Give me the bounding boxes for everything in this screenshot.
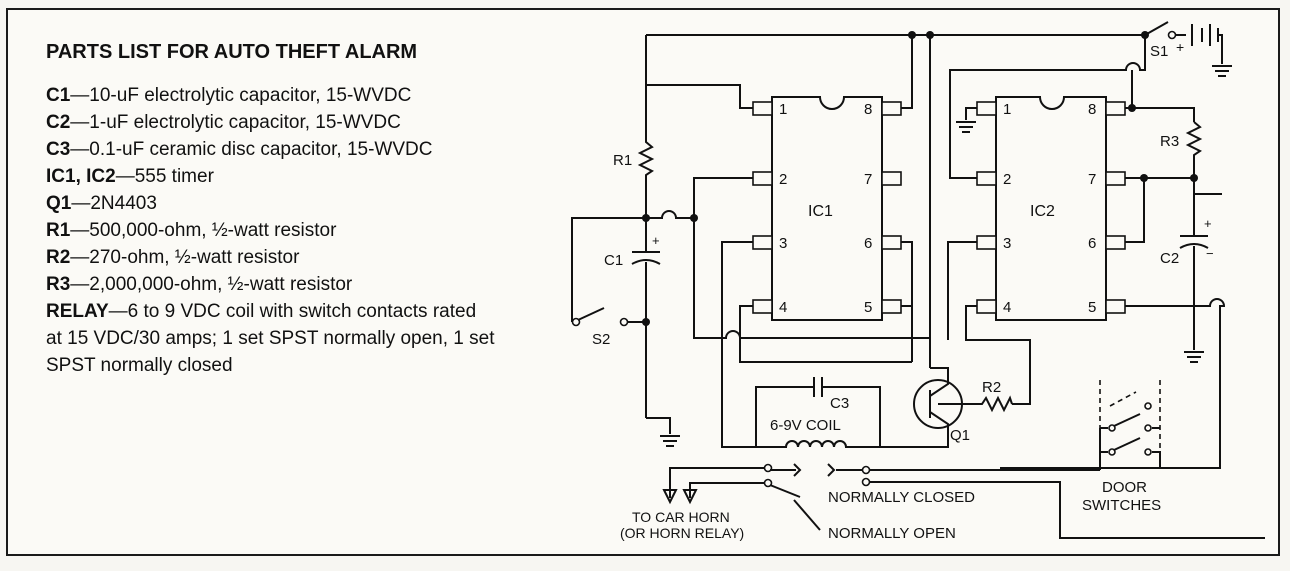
switch-s2: S2	[571, 217, 650, 348]
part-item: C3—0.1-uF ceramic disc capacitor, 15-WVD…	[46, 139, 433, 160]
s2-label: S2	[592, 331, 610, 348]
normally-closed-label: NORMALLY CLOSED	[828, 489, 975, 506]
part-item: R3—2,000,000-ohm, ½-watt resistor	[46, 274, 353, 295]
normally-open-label: NORMALLY OPEN	[828, 525, 956, 542]
ic2-pin-2	[976, 171, 997, 186]
q1-label: Q1	[950, 427, 970, 444]
ic2-pin-5	[1105, 299, 1126, 314]
ic2-wiring	[929, 35, 1226, 469]
relay-contacts: TO CAR HORN (OR HORN RELAY) NORMALLY CLO…	[620, 463, 1265, 542]
r1-resistor: R1	[613, 35, 655, 218]
ic1-pin-8-label: 8	[864, 101, 872, 118]
c3-label: C3	[830, 395, 849, 412]
r3-resistor: R3	[1160, 121, 1203, 178]
ic1-pin-3-label: 3	[779, 235, 787, 252]
ic2-pin-8-label: 8	[1088, 101, 1096, 118]
ic2-pin-2-label: 2	[1003, 171, 1011, 188]
ic2-label: IC2	[1030, 203, 1055, 220]
ic2-pin-6-label: 6	[1088, 235, 1096, 252]
part-item: C2—1-uF electrolytic capacitor, 15-WVDC	[46, 112, 401, 133]
ic2-pin-4	[976, 299, 997, 314]
c2-minus-label: −	[1206, 246, 1214, 261]
ic1-pin-5-label: 5	[864, 299, 872, 316]
ic1-pin-7-label: 7	[864, 171, 872, 188]
ic2-pin-5-label: 5	[1088, 299, 1096, 316]
supply-rail	[646, 31, 1149, 39]
ic1-pin-8	[881, 101, 902, 116]
r3-label: R3	[1160, 133, 1179, 150]
c2-capacitor: + − C2	[1160, 178, 1222, 363]
ic1-pin-6	[881, 235, 902, 250]
part-item: R2—270-ohm, ½-watt resistor	[46, 247, 300, 268]
c1-capacitor: + C1	[604, 218, 661, 418]
ic1-pin-5	[881, 299, 902, 314]
ic1-pin-7	[881, 171, 902, 186]
ic2-pin-1-label: 1	[1003, 101, 1011, 118]
ic2-pin-8	[1105, 101, 1126, 116]
ic1: 1 2 3 4 8 7 6 5 IC1	[752, 96, 902, 321]
c1-label: C1	[604, 252, 623, 269]
horn-label-line1: TO CAR HORN	[632, 509, 730, 525]
ic2-pin-6	[1105, 235, 1126, 250]
ic1-pin-2-label: 2	[779, 171, 787, 188]
part-item: IC1, IC2—555 timer	[46, 166, 214, 187]
parts-list: PARTS LIST FOR AUTO THEFT ALARM C1—10-uF…	[46, 40, 496, 379]
parts-list-items: C1—10-uF electrolytic capacitor, 15-WVDC…	[46, 82, 496, 379]
c2-label: C2	[1160, 250, 1179, 267]
part-item: RELAY—6 to 9 VDC coil with switch contac…	[46, 301, 495, 376]
ic1-pin-1	[752, 101, 773, 116]
ground-left	[646, 417, 680, 447]
switch-s1: S1	[1144, 21, 1186, 60]
ic1-pin-2	[752, 171, 773, 186]
ic2-pin-3-label: 3	[1003, 235, 1011, 252]
c1-plus-label: +	[652, 233, 660, 248]
s1-label: S1	[1150, 43, 1168, 60]
r2-label: R2	[982, 379, 1001, 396]
part-item: R1—500,000-ohm, ½-watt resistor	[46, 220, 337, 241]
battery-plus-label: +	[1176, 39, 1184, 55]
horn-label-line2: (OR HORN RELAY)	[620, 525, 744, 541]
ic1-wiring	[646, 35, 930, 448]
relay-coil: 6-9V COIL	[760, 417, 880, 448]
ic2-pin-7-label: 7	[1088, 171, 1096, 188]
door-label-line2: SWITCHES	[1082, 497, 1161, 514]
ic1-pin-1-label: 1	[779, 101, 787, 118]
ic2-pin-3	[976, 235, 997, 250]
battery-symbol: +	[1176, 24, 1232, 77]
ic2-pin-4-label: 4	[1003, 299, 1011, 316]
ic2: 1 2 3 4 8 7 6 5 IC2	[976, 96, 1126, 321]
ic1-pin-4	[752, 299, 773, 314]
c3-capacitor: C3	[755, 377, 881, 447]
ic1-pin-3	[752, 235, 773, 250]
r2-resistor: R2	[962, 379, 1013, 413]
c2-plus-label: +	[1204, 216, 1212, 231]
ic1-pin-4-label: 4	[779, 299, 787, 316]
door-switches: DOOR SWITCHES	[1082, 380, 1220, 514]
ic2-pin-7	[1105, 171, 1126, 186]
door-label-line1: DOOR	[1102, 479, 1147, 496]
q1-transistor: Q1	[880, 367, 970, 448]
parts-list-title: PARTS LIST FOR AUTO THEFT ALARM	[46, 41, 418, 63]
part-item: C1—10-uF electrolytic capacitor, 15-WVDC	[46, 85, 412, 106]
coil-label: 6-9V COIL	[770, 417, 841, 434]
r1-label: R1	[613, 152, 632, 169]
ic1-pin-6-label: 6	[864, 235, 872, 252]
ic1-label: IC1	[808, 203, 833, 220]
part-item: Q1—2N4403	[46, 193, 157, 214]
ic2-pin-1	[976, 101, 997, 116]
